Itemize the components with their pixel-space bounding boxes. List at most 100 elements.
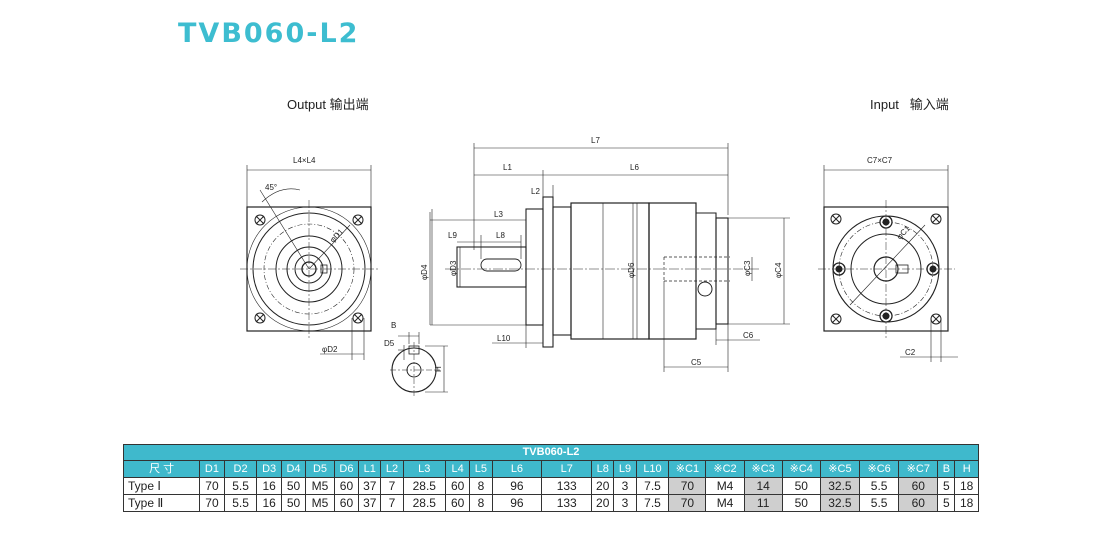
- table-header-cell: L2: [380, 460, 404, 478]
- dim-l8: L8: [496, 231, 505, 240]
- dim-l10: L10: [497, 334, 511, 343]
- table-header-cell: ※C4: [781, 460, 821, 478]
- table-cell: 32.5: [819, 477, 861, 495]
- table-header-cell: L9: [613, 460, 637, 478]
- table-cell: 5: [937, 494, 956, 512]
- table-header-cell: ※C3: [743, 460, 783, 478]
- table-header-cell: L7: [541, 460, 593, 478]
- table-cell: 133: [541, 477, 593, 495]
- table-cell: 50: [781, 477, 821, 495]
- table-cell: 133: [541, 494, 593, 512]
- dim-l3: L3: [494, 210, 503, 219]
- table-header-cell: L10: [635, 460, 670, 478]
- table-cell: 70: [199, 477, 225, 495]
- table-cell: 8: [469, 477, 493, 495]
- table-header-cell: ※C2: [705, 460, 745, 478]
- table-cell: 3: [613, 494, 637, 512]
- table-header-cell: ※C7: [898, 460, 939, 478]
- dim-c2: C2: [905, 348, 916, 357]
- dim-l6: L6: [630, 163, 639, 172]
- table-header-cell: L3: [402, 460, 446, 478]
- table-header-cell: D3: [256, 460, 282, 478]
- dim-l4xl4: L4×L4: [293, 156, 316, 165]
- table-header-cell: H: [954, 460, 979, 478]
- table-header-cell: ※C6: [859, 460, 900, 478]
- table-cell: 60: [444, 494, 471, 512]
- table-cell: 28.5: [402, 477, 446, 495]
- dim-d6: φD6: [627, 262, 636, 278]
- dim-h: H: [434, 366, 443, 372]
- dim-c5: C5: [691, 358, 702, 367]
- page-title: TVB060-L2: [178, 18, 360, 49]
- table-cell: 14: [743, 477, 783, 495]
- dim-l1: L1: [503, 163, 512, 172]
- table-cell: 60: [898, 477, 939, 495]
- table-cell: 5.5: [859, 494, 900, 512]
- table-header-cell: D1: [199, 460, 225, 478]
- dim-l2: L2: [531, 187, 540, 196]
- table-cell: 20: [591, 494, 615, 512]
- table-title: TVB060-L2: [123, 444, 979, 461]
- table-cell: 50: [280, 494, 307, 512]
- dim-c1: φC1: [895, 224, 912, 242]
- table-cell: M4: [705, 477, 745, 495]
- table-cell: M5: [305, 494, 335, 512]
- table-cell: 50: [280, 477, 307, 495]
- input-label: Input 输入端: [870, 97, 949, 112]
- table-cell: 8: [469, 494, 493, 512]
- table-header-cell: B: [937, 460, 956, 478]
- dim-c7xc7: C7×C7: [867, 156, 893, 165]
- table-cell: 3: [613, 477, 637, 495]
- dim-l9: L9: [448, 231, 457, 240]
- table-cell: 18: [954, 494, 979, 512]
- table-header-cell: ※C1: [668, 460, 707, 478]
- table-cell: 60: [333, 494, 360, 512]
- table-cell: 18: [954, 477, 979, 495]
- table-header-cell: L4: [444, 460, 471, 478]
- dim-l7: L7: [591, 136, 600, 145]
- table-header-cell: L1: [358, 460, 382, 478]
- table-cell: 37: [358, 494, 382, 512]
- dim-d3: φD3: [449, 260, 458, 276]
- table-header-cell: D4: [280, 460, 307, 478]
- table-header-cell: L6: [491, 460, 543, 478]
- table-header-cell: L8: [591, 460, 615, 478]
- output-flange-view: [240, 165, 380, 360]
- table-header-cell: ※C5: [819, 460, 861, 478]
- table-cell: 5.5: [223, 494, 258, 512]
- table-cell: 5.5: [859, 477, 900, 495]
- table-header-size: 尺 寸: [122, 460, 201, 478]
- dim-45deg: 45°: [265, 183, 277, 192]
- table-cell: 20: [591, 477, 615, 495]
- table-cell: 70: [668, 477, 707, 495]
- table-cell: 70: [199, 494, 225, 512]
- dim-d4: φD4: [420, 264, 429, 280]
- technical-drawing: L4×L4 45° φD1 φD2 B D5 H L7 L1 L6 L2 L3 …: [240, 136, 958, 398]
- table-cell: 32.5: [819, 494, 861, 512]
- dim-c3: φC3: [743, 260, 752, 276]
- dim-c4: φC4: [774, 262, 783, 278]
- table-header-cell: D2: [223, 460, 258, 478]
- table-cell: 16: [256, 494, 282, 512]
- side-view: [429, 143, 790, 372]
- table-cell: M5: [305, 477, 335, 495]
- table-cell: 7: [380, 494, 404, 512]
- table-cell: 11: [743, 494, 783, 512]
- row-label: Type Ⅰ: [122, 477, 201, 495]
- table-cell: 96: [491, 494, 543, 512]
- table-cell: 70: [668, 494, 707, 512]
- table-cell: 60: [333, 477, 360, 495]
- table-header-cell: D5: [305, 460, 335, 478]
- table-cell: 60: [444, 477, 471, 495]
- table-cell: 50: [781, 494, 821, 512]
- row-label: Type Ⅱ: [122, 494, 201, 512]
- key-detail-view: [390, 332, 448, 398]
- input-flange-view: [818, 165, 958, 362]
- table-cell: 7.5: [635, 477, 670, 495]
- table-cell: 60: [898, 494, 939, 512]
- table-header-cell: L5: [469, 460, 493, 478]
